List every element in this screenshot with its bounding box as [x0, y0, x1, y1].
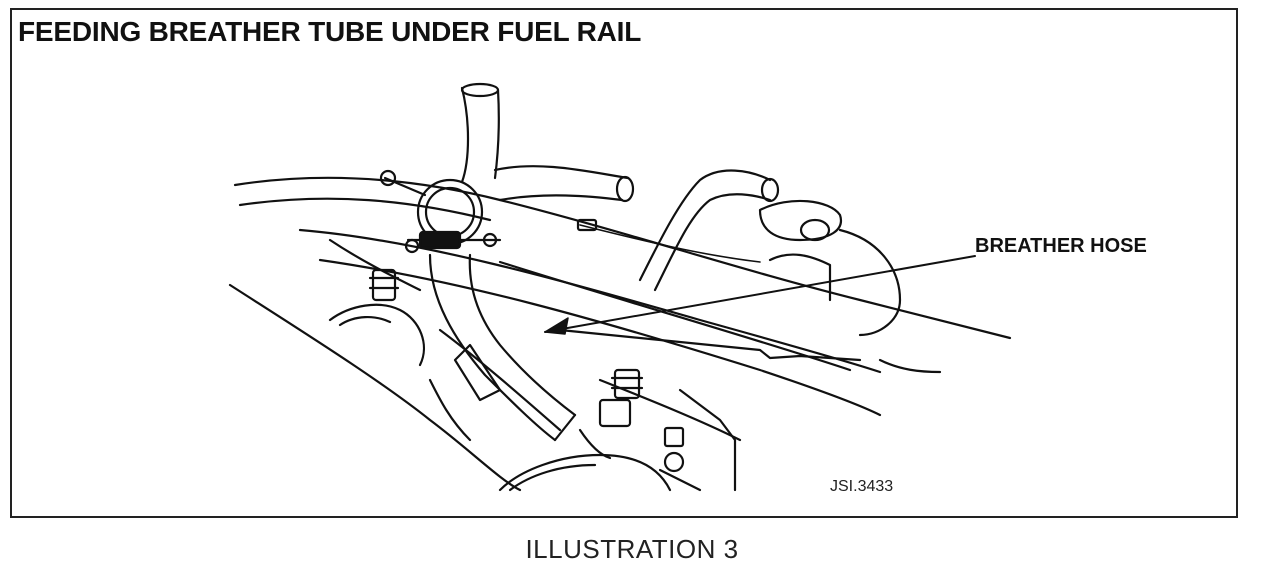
figure-title: FEEDING BREATHER TUBE UNDER FUEL RAIL — [18, 16, 642, 47]
callout-leader — [544, 255, 976, 335]
breather-hose — [428, 253, 577, 442]
wire-connector — [576, 218, 598, 232]
y-pipe-and-hoses — [460, 82, 780, 292]
fuel-rail — [233, 176, 1012, 417]
engine-block — [228, 238, 742, 492]
part-number: JSI.3433 — [830, 478, 894, 495]
figure-frame — [10, 8, 1238, 518]
reservoir — [758, 199, 942, 374]
callout-label: BREATHER HOSE — [975, 235, 1147, 257]
figure-caption: ILLUSTRATION 3 — [525, 534, 739, 564]
injectors — [368, 268, 702, 492]
wire — [579, 224, 761, 263]
breather-valve — [379, 169, 502, 254]
